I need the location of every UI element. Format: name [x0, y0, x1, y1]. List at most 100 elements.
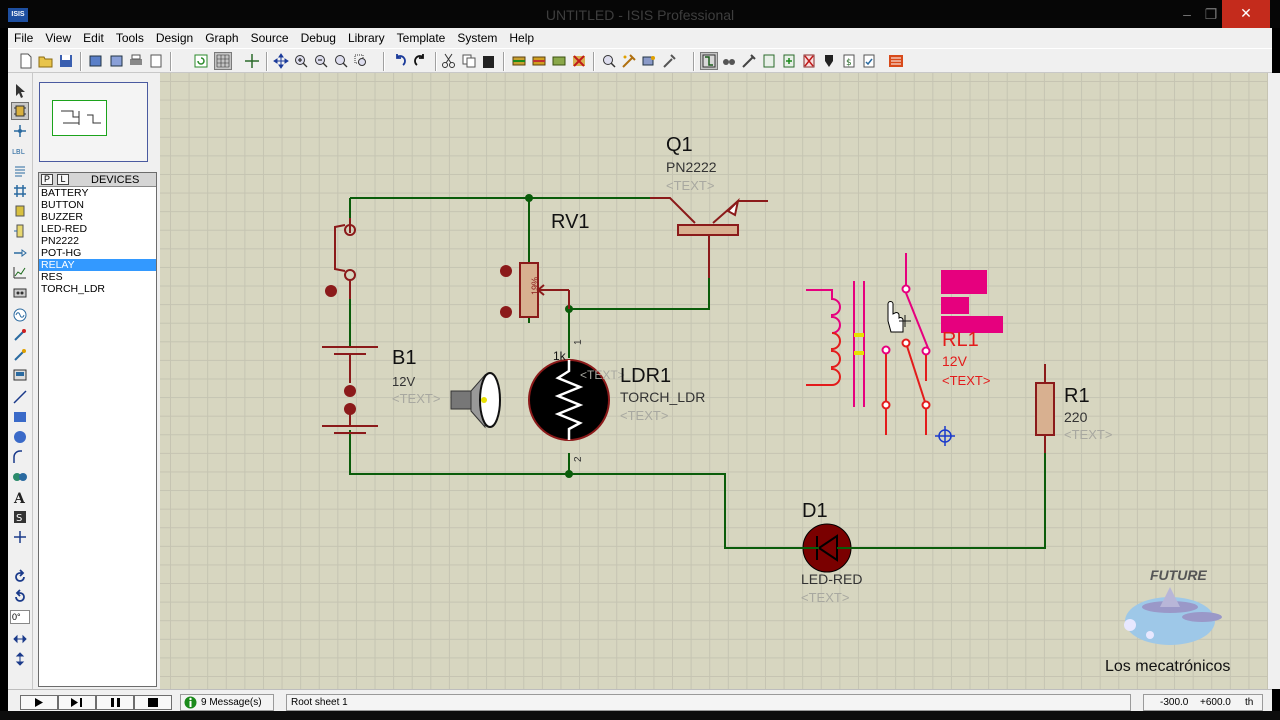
menu-file[interactable]: File — [14, 31, 34, 45]
junction-dot-icon[interactable] — [12, 123, 28, 139]
import-section-icon[interactable] — [88, 53, 104, 69]
print-area-icon[interactable] — [148, 53, 164, 69]
button-component[interactable] — [334, 218, 356, 299]
new-file-icon[interactable] — [18, 53, 34, 69]
buzzer-component[interactable] — [450, 372, 501, 429]
rv1-ref[interactable]: RV1 — [551, 211, 590, 233]
save-icon[interactable] — [58, 53, 74, 69]
stop-button[interactable] — [134, 695, 172, 710]
mirror-vertical-icon[interactable] — [12, 651, 28, 667]
minimize-button[interactable]: – — [1183, 6, 1191, 22]
device-item[interactable]: LED-RED — [41, 223, 88, 235]
refresh-icon[interactable] — [193, 53, 209, 69]
marker-tool-icon[interactable] — [12, 529, 28, 545]
paste-icon[interactable] — [481, 53, 497, 69]
device-item[interactable]: BATTERY — [41, 187, 89, 199]
relay-component[interactable] — [806, 253, 1003, 435]
close-button[interactable]: ✕ — [1222, 0, 1270, 28]
overview-window[interactable] — [39, 82, 148, 162]
rl1-ref[interactable]: RL1 — [942, 329, 979, 351]
voltage-probe-icon[interactable] — [12, 327, 28, 343]
origin-icon[interactable] — [244, 53, 260, 69]
block-move-icon[interactable] — [531, 53, 547, 69]
device-pins-icon[interactable] — [12, 245, 28, 261]
maximize-button[interactable]: ❐ — [1204, 6, 1218, 22]
packaging-tool-icon[interactable] — [641, 53, 657, 69]
menu-edit[interactable]: Edit — [83, 31, 104, 45]
remove-sheet-icon[interactable] — [801, 53, 817, 69]
zoom-all-icon[interactable] — [333, 53, 349, 69]
box-tool-icon[interactable] — [12, 409, 28, 425]
device-item-selected[interactable]: RELAY — [39, 259, 156, 271]
b1-ref[interactable]: B1 — [392, 347, 416, 369]
line-tool-icon[interactable] — [12, 389, 28, 405]
redo-icon[interactable] — [413, 53, 429, 69]
menu-template[interactable]: Template — [396, 31, 446, 45]
play-button[interactable] — [20, 695, 58, 710]
wire-label-icon[interactable]: LBL — [12, 143, 28, 159]
device-item[interactable]: PN2222 — [41, 235, 79, 247]
menu-help[interactable]: Help — [509, 31, 535, 45]
pause-button[interactable] — [96, 695, 134, 710]
new-sheet-icon[interactable] — [761, 53, 777, 69]
block-copy-icon[interactable] — [511, 53, 527, 69]
wire-autorouter-icon[interactable] — [700, 52, 718, 70]
selection-mode-icon[interactable] — [12, 83, 28, 99]
device-item[interactable]: RES — [41, 271, 63, 283]
zoom-out-icon[interactable] — [313, 53, 329, 69]
path-tool-icon[interactable] — [12, 469, 28, 485]
netlist-to-ares-icon[interactable] — [888, 53, 904, 69]
make-device-icon[interactable] — [621, 53, 637, 69]
schematic-canvas[interactable] — [160, 73, 1268, 689]
menu-tools[interactable]: Tools — [115, 31, 144, 45]
graph-mode-icon[interactable] — [12, 265, 28, 281]
search-tag-icon[interactable] — [721, 53, 737, 69]
open-folder-icon[interactable] — [38, 53, 54, 69]
netlist-icon[interactable] — [821, 53, 837, 69]
rotate-clockwise-icon[interactable] — [12, 569, 28, 585]
terminals-icon[interactable] — [12, 223, 28, 239]
menu-design[interactable]: Design — [155, 31, 194, 45]
block-delete-icon[interactable] — [571, 53, 587, 69]
library-manager-button[interactable]: L — [57, 174, 69, 185]
device-item[interactable]: BUTTON — [41, 199, 84, 211]
d1-ref[interactable]: D1 — [802, 500, 828, 522]
mirror-horizontal-icon[interactable] — [12, 631, 28, 647]
circle-tool-icon[interactable] — [12, 429, 28, 445]
menu-debug[interactable]: Debug — [300, 31, 336, 45]
print-icon[interactable] — [128, 53, 144, 69]
block-rotate-icon[interactable] — [551, 53, 567, 69]
ldr-component[interactable] — [528, 359, 610, 441]
pan-icon[interactable] — [273, 53, 289, 69]
r1-ref[interactable]: R1 — [1064, 385, 1090, 407]
cut-icon[interactable] — [441, 53, 457, 69]
device-item[interactable]: BUZZER — [41, 211, 83, 223]
zoom-area-icon[interactable] — [353, 53, 369, 69]
arc-tool-icon[interactable] — [12, 449, 28, 465]
device-item[interactable]: POT-HG — [41, 247, 82, 259]
messages-field[interactable]: 9 Message(s) — [180, 694, 274, 711]
battery-component[interactable] — [322, 346, 378, 434]
menu-system[interactable]: System — [457, 31, 498, 45]
resistor-component[interactable] — [1035, 364, 1055, 453]
device-item[interactable]: TORCH_LDR — [41, 283, 105, 295]
step-button[interactable] — [58, 695, 96, 710]
generator-icon[interactable] — [12, 307, 28, 323]
toggle-grid-icon[interactable] — [214, 52, 232, 70]
potentiometer-component[interactable]: 19% — [500, 262, 570, 318]
copy-icon[interactable] — [461, 53, 477, 69]
add-sheet-icon[interactable] — [781, 53, 797, 69]
ldr1-ref[interactable]: LDR1 — [620, 365, 671, 387]
property-assign-icon[interactable] — [741, 53, 757, 69]
menu-library[interactable]: Library — [347, 31, 385, 45]
tape-recorder-icon[interactable] — [12, 285, 28, 301]
undo-icon[interactable] — [391, 53, 407, 69]
vertical-scrollbar[interactable] — [1268, 73, 1280, 689]
menu-source[interactable]: Source — [250, 31, 289, 45]
led-component[interactable] — [802, 523, 860, 573]
current-probe-icon[interactable] — [12, 347, 28, 363]
q1-ref[interactable]: Q1 — [666, 134, 693, 156]
zoom-in-icon[interactable] — [293, 53, 309, 69]
text-tool-icon[interactable]: A — [12, 489, 28, 505]
transistor-component[interactable] — [650, 197, 768, 278]
